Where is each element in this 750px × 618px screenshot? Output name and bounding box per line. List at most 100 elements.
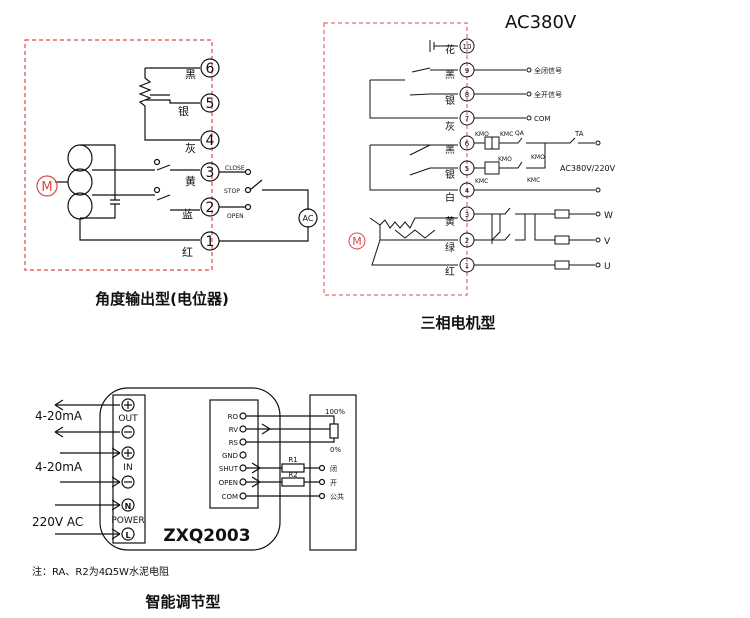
wire-color-silver-2: 银 (445, 168, 455, 181)
wire-color-black: 黑 (185, 68, 196, 81)
close-label: CLOSE (225, 165, 245, 172)
terminal-9-label: 9 (465, 67, 469, 75)
coil-2 (67, 168, 93, 196)
pin-shut-label: SHUT (219, 465, 239, 473)
in-minus-symbol (121, 475, 135, 489)
phase-u-label: U (604, 262, 611, 272)
pin-rs-label: RS (229, 439, 239, 447)
close-contact (244, 168, 252, 176)
terminal-6-label: 6 (206, 61, 215, 77)
r2-label: R2 (288, 471, 297, 479)
kmc-label: KMC (500, 131, 513, 138)
kmc-label-3: KMC (527, 177, 540, 184)
limit-switch-blade (156, 164, 171, 201)
coil-wire-top (80, 144, 116, 200)
pin-com-label: COM (222, 493, 238, 501)
limit-contact (153, 158, 161, 166)
pin-block (209, 399, 259, 509)
com-terminal (526, 115, 532, 121)
power-l-symbol (121, 527, 135, 541)
phase-w-label: W (604, 211, 613, 221)
fuse-w (554, 209, 570, 219)
open-terminal (318, 478, 326, 486)
full-open-signal-label: 全开信号 (534, 90, 562, 99)
wire-color-white: 白 (445, 191, 455, 204)
supply-label: AC380V (505, 12, 577, 33)
dashed-frame (24, 39, 213, 271)
open-arrow (246, 476, 261, 488)
shut-label: 闭 (330, 465, 337, 473)
field-device (309, 394, 357, 551)
ta-switch-line (560, 137, 595, 144)
terminal-3-label: 3 (465, 211, 469, 219)
signal-in-label: 4-20mA (35, 460, 83, 474)
wire-color-black: 黑 (445, 69, 455, 81)
terminal-4-label: 4 (465, 187, 470, 195)
model-label: ZXQ2003 (163, 526, 250, 546)
diagram-intelligent-regulator (54, 387, 357, 551)
coil-wire-bottom (80, 204, 116, 219)
diagram-three-phase-motor (323, 22, 601, 296)
wire-color-blue: 蓝 (182, 208, 193, 221)
plus-icon (124, 449, 132, 457)
wire-color-grey: 灰 (445, 120, 455, 133)
travel-switch-wires (369, 144, 458, 191)
selector-blade (249, 179, 263, 191)
stop-label: STOP (224, 188, 240, 195)
diagram1-labels: M 6 5 4 3 2 1 黑 银 灰 黄 蓝 红 CLOSE STOP OPE… (36, 61, 314, 308)
shut-arrow (246, 462, 261, 474)
phase-v-contacts (474, 213, 545, 241)
ac-label: AC (303, 214, 314, 223)
motor-symbol (36, 175, 58, 197)
full-open-terminal (526, 91, 532, 97)
diagram2-labels: AC380V M 10 9 8 7 6 5 4 3 2 1 花 黑 银 灰 黑 … (348, 12, 616, 332)
plus-icon (124, 401, 132, 409)
full-close-terminal (526, 67, 532, 73)
power-n-arrow (111, 499, 121, 511)
wiper-wire (145, 99, 200, 104)
pot-min-label: 0% (330, 446, 341, 454)
w-terminal (595, 211, 601, 217)
ro-wire (246, 415, 335, 424)
limit-blade (409, 93, 431, 96)
common-label: 公共 (330, 492, 344, 501)
kmc-label-2: KMC (475, 178, 488, 185)
controller-housing (99, 387, 281, 551)
resistor-r2 (281, 477, 305, 487)
terminal-7-label: 7 (465, 115, 469, 123)
com-terminal (318, 492, 326, 500)
u-terminal (595, 262, 601, 268)
pin-ro-label: RO (228, 413, 239, 421)
terminal-2-label: 2 (465, 237, 469, 245)
motor-label: M (352, 235, 362, 248)
shut-terminal (318, 464, 326, 472)
power-n-symbol (121, 498, 135, 512)
terminal-5-label: 5 (206, 96, 215, 112)
diagram3-labels: 4-20mA 4-20mA 220V AC OUT IN POWER N L R… (32, 408, 345, 611)
winding-zigzag (394, 229, 436, 239)
pot-max-label: 100% (325, 408, 345, 416)
io-block (112, 394, 146, 544)
out-label: OUT (118, 414, 138, 424)
resistor-r1 (281, 463, 305, 473)
pin-rv-label: RV (229, 426, 238, 434)
ac-source (298, 208, 318, 228)
ta-terminal (595, 140, 601, 146)
fuse-v (554, 235, 570, 245)
switch-wires (170, 169, 200, 211)
winding-w (369, 217, 458, 229)
limit-to-terminal (430, 69, 458, 95)
terminal-10-label: 10 (463, 43, 472, 51)
open-contact (244, 203, 252, 211)
wire-color-black-2: 黑 (445, 144, 455, 156)
ground-symbol (429, 40, 458, 52)
kmo-coil (474, 136, 500, 150)
diagram3-caption: 智能调节型 (145, 593, 220, 611)
signal-out-label: 4-20mA (35, 409, 83, 423)
rs-wire (246, 438, 335, 443)
pin-gnd-label: GND (222, 452, 238, 460)
diagram2-caption: 三相电机型 (420, 314, 495, 332)
limit-blade (411, 67, 431, 73)
motor-label: M (41, 180, 52, 195)
